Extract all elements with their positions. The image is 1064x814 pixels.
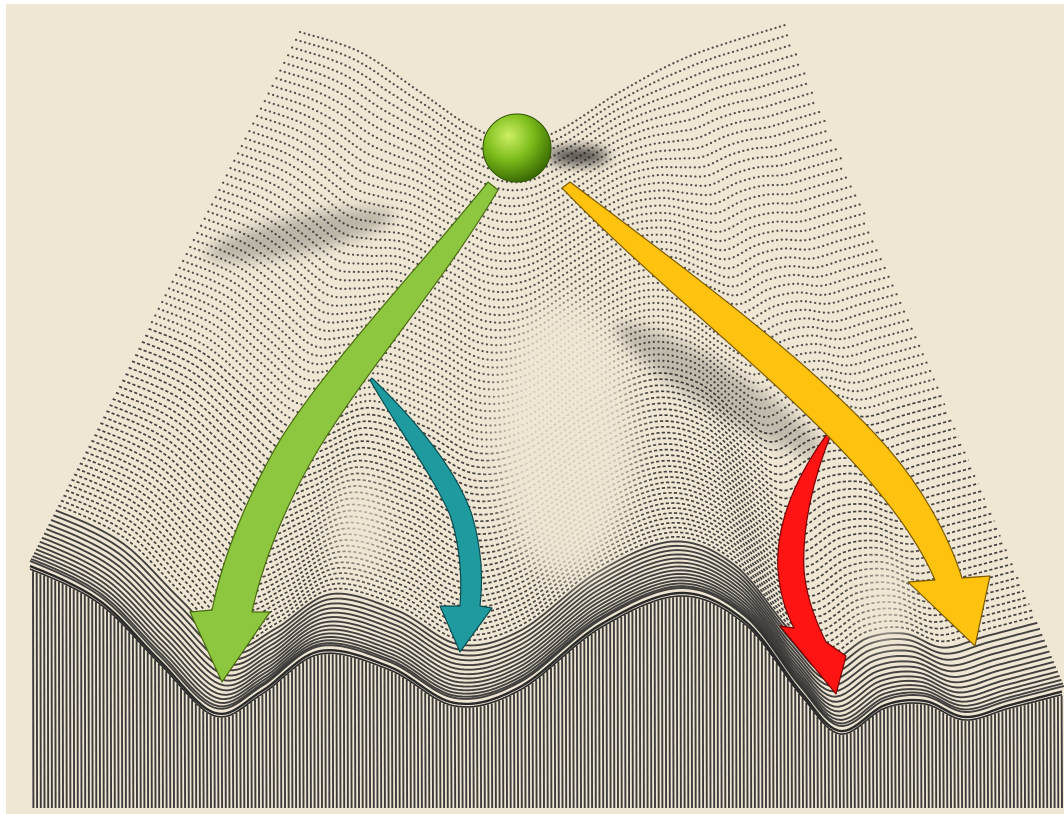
ball <box>483 114 551 182</box>
light-hill-right <box>863 552 907 648</box>
light-dome <box>495 300 635 580</box>
ball-sphere <box>483 114 551 182</box>
dark-smudge-saddle <box>548 148 608 164</box>
light-hill-left <box>334 475 386 575</box>
